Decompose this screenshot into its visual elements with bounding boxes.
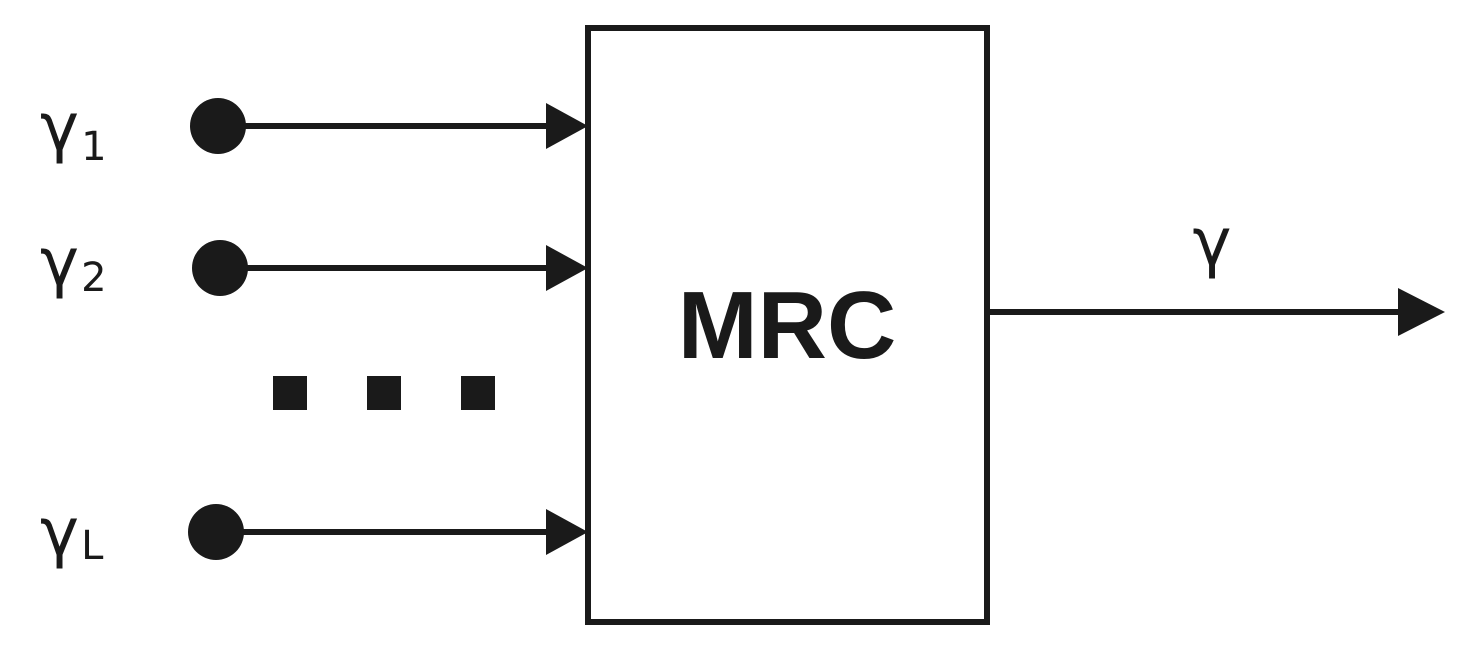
input-2-arrowhead bbox=[546, 245, 588, 291]
input-2-subscript: 2 bbox=[81, 255, 106, 301]
mrc-block-label: MRC bbox=[678, 272, 897, 379]
output: γ bbox=[990, 204, 1445, 336]
input-1: γ1 bbox=[40, 89, 588, 170]
output-arrowhead bbox=[1398, 288, 1445, 336]
input-L-label: γL bbox=[40, 494, 104, 571]
input-L-arrowhead bbox=[546, 509, 588, 555]
input-2-symbol: γ bbox=[40, 224, 79, 301]
input-1-label: γ1 bbox=[40, 89, 107, 170]
input-L: γL bbox=[40, 494, 588, 571]
ellipsis-dot-2 bbox=[367, 376, 401, 410]
input-2: γ2 bbox=[40, 224, 588, 301]
input-2-label: γ2 bbox=[40, 224, 107, 301]
input-1-symbol: γ bbox=[40, 89, 79, 166]
input-L-symbol: γ bbox=[40, 494, 79, 571]
mrc-block-box bbox=[585, 25, 990, 625]
mrc-block: MRC bbox=[585, 25, 990, 625]
input-L-subscript: L bbox=[81, 523, 104, 569]
output-symbol: γ bbox=[1192, 204, 1231, 281]
ellipsis-dot-3 bbox=[461, 376, 495, 410]
ellipsis-dot-1 bbox=[273, 376, 307, 410]
input-1-arrowhead bbox=[546, 103, 588, 149]
inputs-ellipsis bbox=[273, 376, 495, 410]
input-1-subscript: 1 bbox=[81, 124, 106, 170]
